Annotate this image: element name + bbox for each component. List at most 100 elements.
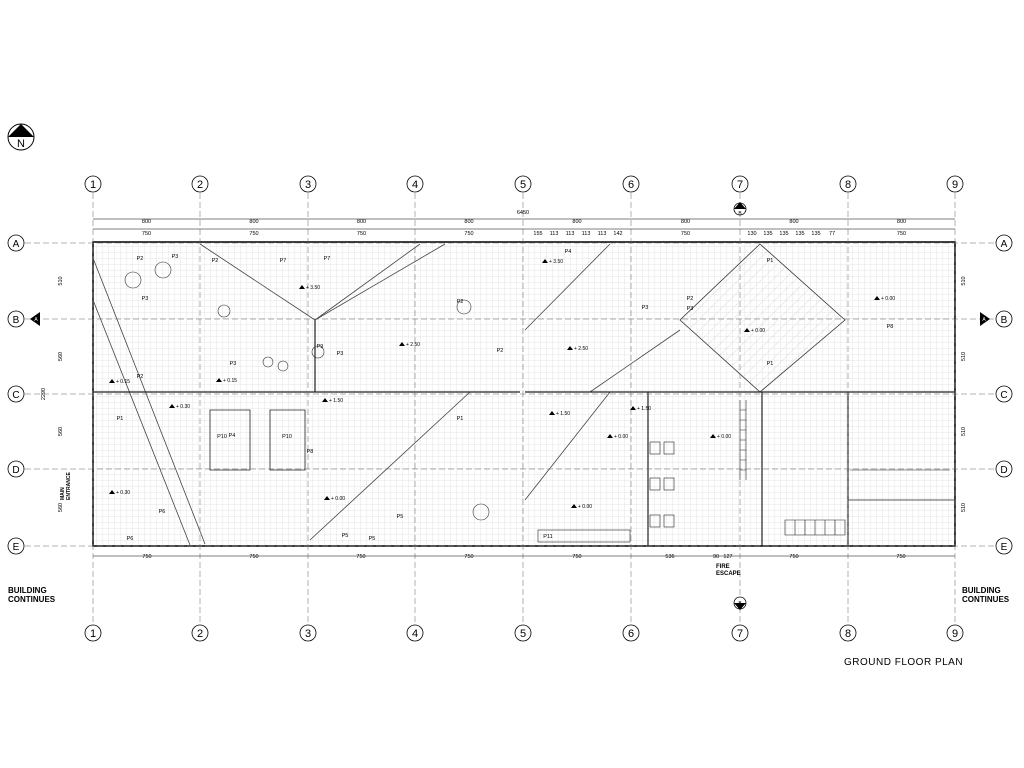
svg-text:7: 7	[737, 628, 743, 640]
building-continues-right: BUILDING CONTINUES	[962, 586, 1010, 604]
svg-text:5: 5	[520, 179, 526, 191]
room-label-p3: P3	[642, 305, 649, 311]
svg-text:+ 0.00: + 0.00	[614, 434, 628, 440]
dim-top-bay: 800	[142, 219, 151, 225]
dim-top-sub: 750	[464, 231, 473, 237]
svg-text:+ 3.50: + 3.50	[306, 285, 320, 291]
dim-left-row: 560	[58, 352, 64, 361]
room-label-p7: P7	[324, 256, 331, 262]
dim-left-row: 560	[58, 503, 64, 512]
svg-text:C: C	[12, 390, 19, 401]
grid-bubble-row-C: C	[7, 385, 25, 403]
svg-text:B: B	[1001, 315, 1008, 326]
level-marker-icon: + 2.50	[399, 342, 420, 348]
svg-text:+ 0.00: + 0.00	[331, 496, 345, 502]
room-label-p2: P2	[212, 258, 219, 264]
grid-bubble-col-6: 6	[622, 624, 640, 642]
dim-left-row: 560	[58, 427, 64, 436]
room-label-p1: P1	[767, 361, 774, 367]
dim-bottom-sub: 750	[249, 554, 258, 560]
svg-text:+ 2.50: + 2.50	[406, 342, 420, 348]
dim-bottom-sub: 750	[356, 554, 365, 560]
grid-bubble-col-5: 5	[514, 624, 532, 642]
north-label: N	[17, 138, 25, 150]
dim-top-bay: 800	[789, 219, 798, 225]
room-label-p3: P3	[687, 306, 694, 312]
level-marker-icon: + 0.30	[109, 490, 130, 496]
room-label-p1: P1	[767, 258, 774, 264]
room-label-p11: P11	[543, 534, 552, 540]
grid-bubble-col-9: 9	[946, 175, 964, 193]
level-marker-icon: + 0.00	[607, 434, 628, 440]
building-continues-left: BUILDING CONTINUES	[8, 586, 56, 604]
dim-col5-sub: 113	[566, 231, 575, 237]
dim-col5-sub: 113	[550, 231, 559, 237]
grid-bubble-col-5: 5	[514, 175, 532, 193]
room-label-p9: P9	[317, 344, 324, 350]
svg-text:6: 6	[628, 628, 634, 640]
grid-bubble-col-8: 8	[839, 175, 857, 193]
grid-bubble-col-1: 1	[84, 624, 102, 642]
dim-top-sub: 750	[681, 231, 690, 237]
dim-top-sub: 750	[357, 231, 366, 237]
grid-bubble-col-6: 6	[622, 175, 640, 193]
dim-bottom-sub: 750	[142, 554, 151, 560]
dim-col5-sub: 113	[598, 231, 607, 237]
level-marker-icon: + 2.50	[567, 346, 588, 352]
dim-top-sub: 750	[249, 231, 258, 237]
room-label-p5: P5	[342, 533, 349, 539]
north-arrow-icon: N	[7, 123, 35, 151]
room-label-p2: P2	[137, 256, 144, 262]
dim-top-bay: 800	[572, 219, 581, 225]
grid-bubble-col-1: 1	[84, 175, 102, 193]
dim-col7-sub: 135	[779, 231, 788, 237]
room-label-p6: P6	[127, 536, 134, 542]
dim-top-sub: 750	[142, 231, 151, 237]
dim-bottom-sub: 90	[713, 554, 719, 560]
dim-bottom-sub: 127	[723, 554, 732, 560]
grid-bubble-col-7: 7	[731, 175, 749, 193]
svg-text:D: D	[12, 465, 19, 476]
dim-top-bay: 800	[681, 219, 690, 225]
level-marker-icon: + 3.50	[299, 285, 320, 291]
grid-bubble-row-B: B	[995, 310, 1013, 328]
level-marker-icon: + 0.00	[324, 496, 345, 502]
svg-text:B: B	[738, 601, 742, 607]
level-marker-icon: + 0.00	[710, 434, 731, 440]
svg-text:A: A	[1001, 239, 1008, 250]
room-label-p3: P3	[230, 361, 237, 367]
svg-text:E: E	[1001, 542, 1008, 553]
room-label-p5: P5	[369, 536, 376, 542]
dim-right-row: 510	[961, 427, 967, 436]
level-marker-icon: + 0.00	[571, 504, 592, 510]
svg-text:+ 0.15: + 0.15	[223, 378, 237, 384]
grid-bubble-col-2: 2	[191, 175, 209, 193]
room-label-p5: P5	[397, 514, 404, 520]
svg-text:8: 8	[845, 179, 851, 191]
level-marker-icon: + 0.15	[109, 379, 130, 385]
level-marker-icon: + 1.50	[322, 398, 343, 404]
dim-col7-sub: 135	[763, 231, 772, 237]
svg-text:5: 5	[520, 628, 526, 640]
grid-bubble-col-3: 3	[299, 624, 317, 642]
dim-bottom-sub: 750	[896, 554, 905, 560]
svg-text:+ 0.30: + 0.30	[176, 404, 190, 410]
svg-text:4: 4	[412, 628, 418, 640]
svg-text:3: 3	[305, 628, 311, 640]
dim-top-bay: 800	[357, 219, 366, 225]
level-marker-icon: + 0.00	[874, 296, 895, 302]
room-label-p2: P2	[687, 296, 694, 302]
svg-text:+ 0.00: + 0.00	[751, 328, 765, 334]
grid-bubble-row-B: B	[7, 310, 25, 328]
dim-right-row: 510	[961, 503, 967, 512]
grid-bubble-col-4: 4	[406, 624, 424, 642]
dim-top-bay: 800	[897, 219, 906, 225]
room-label-p8: P8	[887, 324, 894, 330]
level-marker-icon: + 0.15	[216, 378, 237, 384]
grid-bubble-row-D: D	[7, 460, 25, 478]
